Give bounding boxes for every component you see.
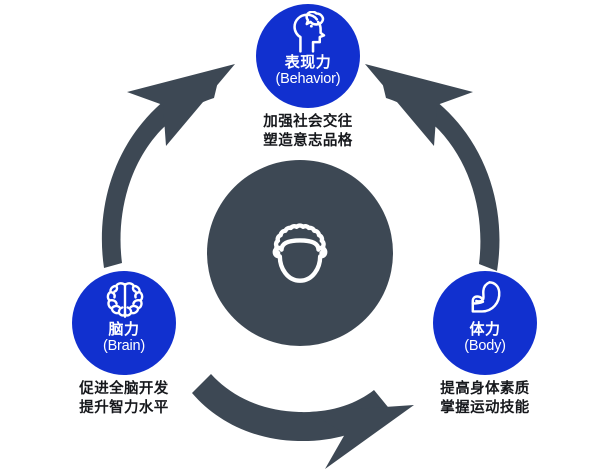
node-brain-caption: 促进全脑开发 提升智力水平	[79, 380, 168, 418]
arrow-brain-to-body	[192, 374, 414, 469]
node-body-caption-line1: 提高身体素质	[440, 381, 530, 397]
node-body-circle[interactable]: 体力 (Body)	[433, 271, 537, 375]
arrow-brain-to-behavior	[101, 64, 235, 268]
node-brain-label-en: (Brain)	[102, 338, 146, 354]
node-behavior-label-en: (Behavior)	[275, 71, 341, 87]
brain-icon	[103, 278, 145, 320]
head-person-icon	[258, 211, 342, 295]
node-body-caption: 提高身体素质 掌握运动技能	[440, 380, 529, 418]
node-body[interactable]: 体力 (Body) 提高身体素质 掌握运动技能	[415, 271, 555, 418]
node-brain-label-cn: 脑力	[108, 321, 140, 338]
node-brain-caption-line1: 促进全脑开发	[79, 381, 169, 397]
flexed-biceps-icon	[464, 278, 506, 320]
node-behavior-circle[interactable]: 表现力 (Behavior)	[256, 4, 360, 108]
arrow-body-to-behavior	[365, 64, 500, 271]
node-body-label-cn: 体力	[469, 321, 501, 338]
head-speech-bubble-icon	[287, 10, 329, 53]
node-body-label-en: (Body)	[464, 338, 506, 354]
node-behavior-caption-line2: 塑造意志品格	[263, 133, 353, 149]
node-brain[interactable]: 脑力 (Brain) 促进全脑开发 提升智力水平	[54, 271, 194, 418]
node-brain-caption-line2: 提升智力水平	[79, 400, 169, 416]
node-behavior-caption: 加强社会交往 塑造意志品格	[263, 113, 352, 151]
node-behavior[interactable]: 表现力 (Behavior) 加强社会交往 塑造意志品格	[238, 4, 378, 151]
node-brain-circle[interactable]: 脑力 (Brain)	[72, 271, 176, 375]
node-body-caption-line2: 掌握运动技能	[440, 400, 530, 416]
center-hub	[207, 160, 393, 346]
node-behavior-caption-line1: 加强社会交往	[263, 114, 353, 130]
node-behavior-label-cn: 表现力	[284, 54, 332, 71]
